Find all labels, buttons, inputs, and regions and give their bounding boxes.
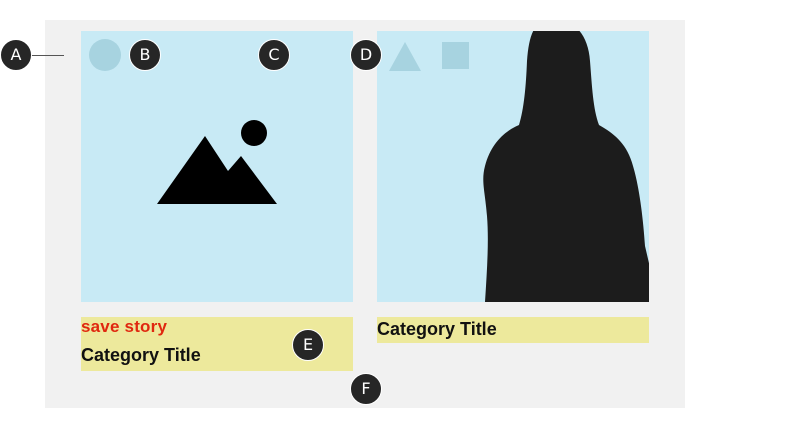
card-right-image — [377, 31, 649, 302]
triangle-placeholder-icon — [389, 42, 421, 71]
marker-f: F — [350, 373, 382, 405]
person-silhouette — [389, 31, 649, 302]
marker-e: E — [292, 329, 324, 361]
mountain-image-icon — [89, 39, 277, 204]
marker-a: A — [0, 39, 32, 71]
square-placeholder-icon — [442, 42, 469, 69]
save-story-link[interactable]: save story — [81, 317, 168, 336]
card-left-image — [81, 31, 353, 302]
woman-silhouette-icon — [483, 31, 649, 302]
category-title[interactable]: Category Title — [377, 319, 497, 339]
marker-d: D — [350, 39, 382, 71]
marker-b: B — [129, 39, 161, 71]
sun-icon — [241, 120, 267, 146]
category-title[interactable]: Category Title — [81, 345, 201, 365]
marker-a-leader-line — [31, 55, 64, 56]
mountain-icon — [157, 136, 277, 204]
card-right-caption: Category Title — [377, 317, 649, 343]
marker-c: C — [258, 39, 290, 71]
circle-placeholder-icon — [89, 39, 121, 71]
